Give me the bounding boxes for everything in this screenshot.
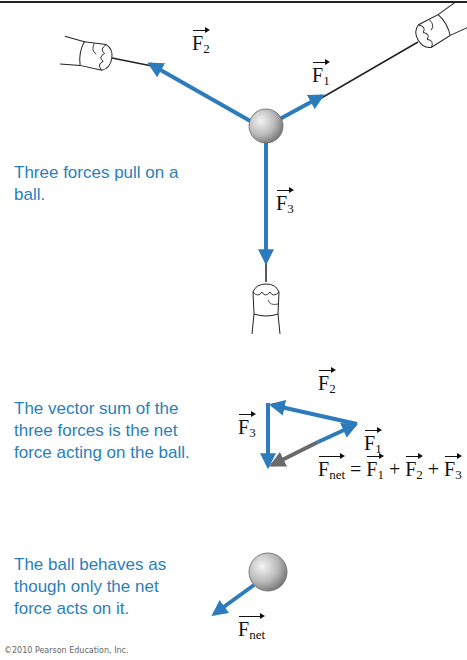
equation-label: Fnet = F1 + F2 + F3 [318, 452, 462, 482]
vector-label: F2 [192, 26, 210, 56]
vector-label: F1 [312, 58, 330, 88]
hand [60, 36, 114, 72]
net-force-arrow [214, 585, 254, 614]
vector-label: F2 [318, 366, 336, 396]
ball [249, 553, 287, 591]
caption-text: The vector sum of the three forces is th… [14, 398, 192, 464]
top-rule [0, 1, 467, 3]
hand [252, 284, 280, 334]
vector-label: Fnet [238, 612, 265, 642]
hand [411, 3, 467, 52]
rope [318, 42, 418, 100]
rope [265, 262, 267, 282]
rope [112, 58, 152, 66]
force-arrow [264, 140, 268, 262]
force-arrow [266, 403, 270, 466]
net-force-arrow [272, 442, 318, 465]
vector-label: F1 [364, 426, 382, 456]
force-arrow [150, 64, 252, 122]
ball [249, 109, 283, 143]
force-arrow [278, 96, 322, 120]
copyright-note: ©2010 Pearson Education, Inc. [4, 646, 129, 655]
force-arrow [272, 405, 357, 424]
vector-label: F3 [238, 410, 256, 440]
caption-text: Three forces pull on a ball. [14, 162, 194, 206]
caption-text: The ball behaves as though only the net … [14, 554, 194, 620]
vector-label: F3 [276, 186, 294, 216]
force-arrow [318, 425, 355, 442]
